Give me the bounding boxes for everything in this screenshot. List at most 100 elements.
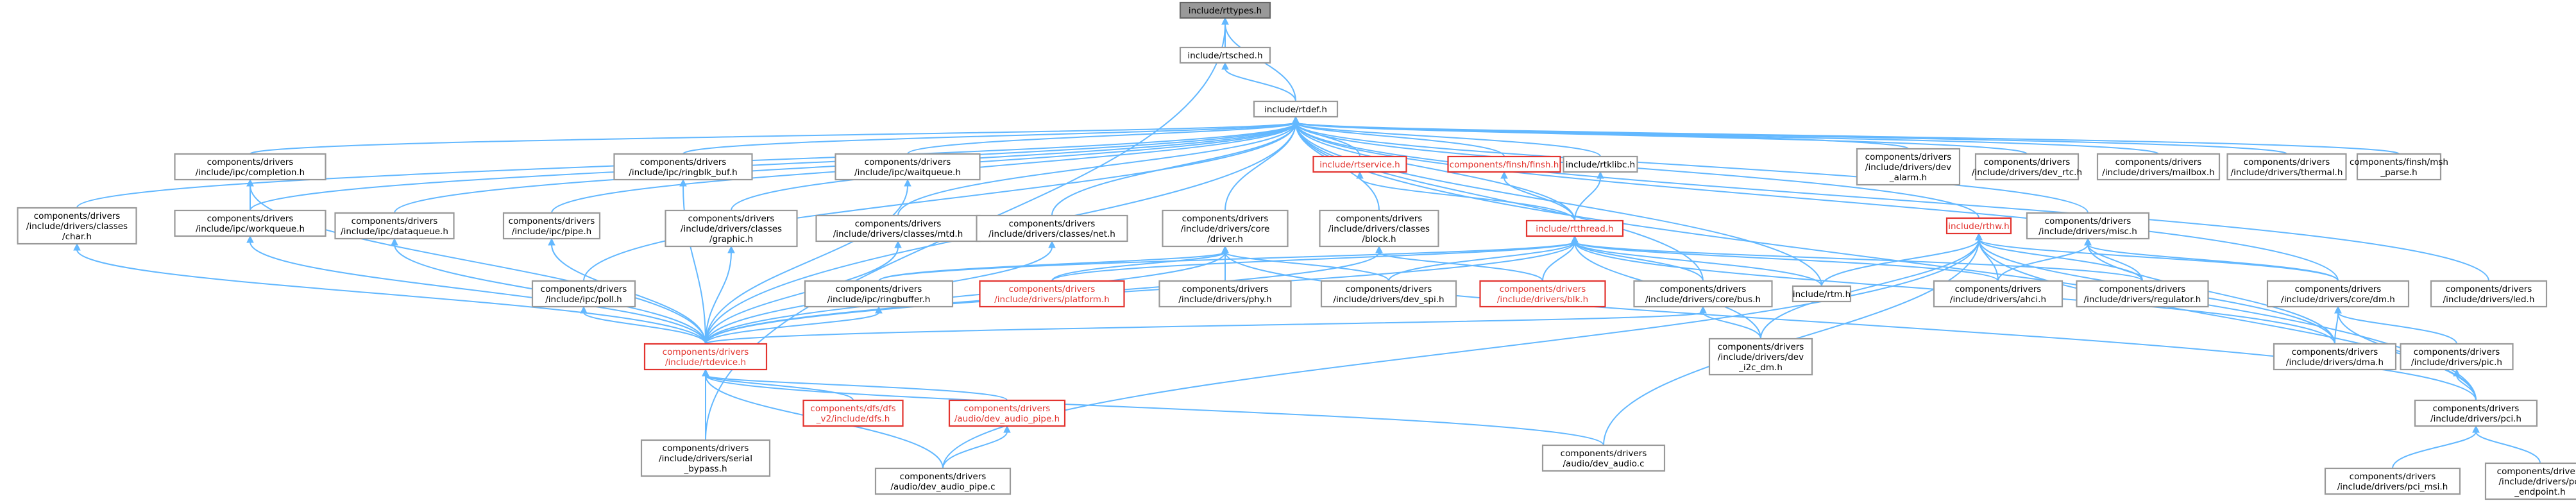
node-label-line: components/drivers xyxy=(1009,284,1096,294)
dependency-edge xyxy=(246,178,706,345)
node-label-line: components/drivers xyxy=(1718,342,1804,352)
node-label-line: components/drivers xyxy=(2244,157,2330,167)
header-node[interactable]: components/drivers/include/drivers/dev_s… xyxy=(1320,280,1457,308)
node-label-line: components/drivers xyxy=(2099,284,2186,294)
header-node[interactable]: include/rtm.h xyxy=(1792,285,1852,303)
dependency-edge xyxy=(2472,425,2541,464)
header-node[interactable]: components/drivers/include/ipc/waitqueue… xyxy=(835,153,981,181)
node-label-line: components/drivers xyxy=(2292,347,2378,357)
header-node[interactable]: components/drivers/include/drivers/dev_r… xyxy=(1972,153,2082,181)
node-box xyxy=(174,209,326,237)
node-box xyxy=(640,439,771,477)
node-label-line: components/drivers xyxy=(207,214,294,224)
header-node[interactable]: components/drivers/include/rtdevice.h xyxy=(643,343,768,371)
header-node[interactable]: components/drivers/include/drivers/core/… xyxy=(2266,280,2410,308)
node-label-line: /include/drivers/dev xyxy=(1865,162,1951,173)
header-node[interactable]: components/drivers/include/drivers/regul… xyxy=(2076,280,2209,308)
node-box xyxy=(1974,153,2080,181)
dependency-edge xyxy=(1388,235,1579,282)
node-label-line: components/drivers xyxy=(1336,214,1423,224)
header-node[interactable]: components/finsh/finsh.h xyxy=(1447,155,1561,173)
header-node[interactable]: components/drivers/include/drivers/therm… xyxy=(2226,153,2347,181)
header-node[interactable]: components/drivers/include/ipc/workqueue… xyxy=(174,209,326,237)
node-box xyxy=(2226,153,2347,181)
node-box xyxy=(334,212,455,240)
header-node[interactable]: components/drivers/include/drivers/dev_i… xyxy=(1708,337,1813,376)
header-node[interactable]: components/drivers/include/drivers/blk.h xyxy=(1479,280,1606,308)
header-node[interactable]: components/drivers/audio/dev_audio_pipe.… xyxy=(874,467,1012,495)
node-label-line: components/drivers xyxy=(640,157,727,167)
dependency-edge xyxy=(705,245,1229,345)
header-node[interactable]: components/drivers/include/drivers/core/… xyxy=(1633,280,1773,308)
header-node[interactable]: components/drivers/include/ipc/ringblk_b… xyxy=(613,153,753,181)
node-box xyxy=(2400,343,2514,371)
node-box xyxy=(2273,343,2397,371)
header-node[interactable]: include/rtservice.h xyxy=(1312,155,1407,173)
header-node[interactable]: components/drivers/include/drivers/class… xyxy=(815,214,981,243)
node-label-line: components/drivers xyxy=(1182,214,1269,224)
dependency-edge xyxy=(1292,115,2489,282)
header-node[interactable]: components/drivers/include/drivers/phy.h xyxy=(1158,280,1292,308)
node-label-line: components/drivers xyxy=(2115,157,2202,167)
header-node[interactable]: components/dfs/dfs_v2/include/dfs.h xyxy=(802,399,904,427)
node-label-line: components/drivers xyxy=(2433,404,2520,414)
node-box xyxy=(835,153,981,181)
header-node[interactable]: components/drivers/include/drivers/dev_a… xyxy=(1856,148,1961,186)
header-node[interactable]: components/drivers/include/drivers/ahci.… xyxy=(1933,280,2063,308)
header-node[interactable]: components/drivers/include/drivers/core/… xyxy=(1162,209,1289,248)
dependency-edge xyxy=(246,235,706,345)
node-label-line: /audio/dev_audio.c xyxy=(1563,459,1644,469)
header-node[interactable]: components/drivers/include/drivers/mailb… xyxy=(2096,153,2221,181)
node-box xyxy=(174,153,326,181)
header-node[interactable]: components/drivers/include/drivers/pci.h xyxy=(2414,399,2538,427)
header-node[interactable]: components/drivers/include/drivers/led.h xyxy=(2430,280,2548,308)
header-node[interactable]: components/drivers/include/drivers/class… xyxy=(665,209,798,248)
node-box xyxy=(2324,467,2461,495)
node-label-line: components/drivers xyxy=(1865,152,1952,162)
header-node[interactable]: components/drivers/include/drivers/misc.… xyxy=(2026,212,2150,240)
dependency-edge xyxy=(679,178,706,345)
node-label-line: /include/drivers/misc.h xyxy=(2038,226,2137,237)
dependency-edge xyxy=(1571,235,1704,282)
node-label-line: /include/drivers/pic.h xyxy=(2411,357,2502,368)
header-node[interactable]: include/rttypes.h xyxy=(1179,1,1271,19)
dependency-edge xyxy=(2084,237,2143,282)
header-node[interactable]: include/rtthread.h xyxy=(1525,219,1624,237)
header-node[interactable]: components/drivers/include/drivers/platf… xyxy=(979,280,1125,308)
header-node[interactable]: components/finsh/msh_parse.h xyxy=(2350,153,2448,181)
header-node[interactable]: include/rtdef.h xyxy=(1253,100,1339,118)
header-node[interactable]: components/drivers/include/drivers/pic.h xyxy=(2400,343,2514,371)
node-label-line: components/drivers xyxy=(1182,284,1269,294)
dependency-edge xyxy=(1221,62,1296,102)
header-node[interactable]: components/drivers/include/drivers/dma.h xyxy=(2273,343,2397,371)
node-label-line: /include/drivers/pci_msi.h xyxy=(2337,482,2448,492)
header-node[interactable]: include/rthw.h xyxy=(1945,217,2012,235)
node-label-line: components/drivers xyxy=(541,284,627,294)
node-box xyxy=(1856,148,1961,186)
header-node[interactable]: components/drivers/include/drivers/seria… xyxy=(640,439,771,477)
header-node[interactable]: components/drivers/include/ipc/poll.h xyxy=(531,280,636,308)
header-node[interactable]: include/rtsched.h xyxy=(1179,46,1271,64)
header-node[interactable]: components/drivers/include/drivers/class… xyxy=(976,214,1128,243)
header-node[interactable]: components/drivers/include/drivers/class… xyxy=(17,207,137,245)
header-node[interactable]: components/drivers/audio/dev_audio.c xyxy=(1541,444,1666,472)
header-node[interactable]: components/drivers/include/drivers/pci_e… xyxy=(2484,462,2576,500)
header-node[interactable]: components/drivers/include/drivers/pci_m… xyxy=(2324,467,2461,495)
header-node[interactable]: components/drivers/include/drivers/class… xyxy=(1319,209,1439,248)
node-label-line: components/drivers xyxy=(1561,448,1647,459)
header-node[interactable]: components/drivers/include/ipc/ringbuffe… xyxy=(804,280,954,308)
header-node[interactable]: components/drivers/include/ipc/completio… xyxy=(174,153,326,181)
header-node[interactable]: components/drivers/audio/dev_audio_pipe.… xyxy=(948,399,1066,427)
node-label-line: /include/drivers/dma.h xyxy=(2286,357,2384,368)
node-box xyxy=(2414,399,2538,427)
node-label-line: _v2/include/dfs.h xyxy=(816,414,890,424)
node-label-line: /include/drivers/classes/mtd.h xyxy=(833,229,963,239)
dependency-edge xyxy=(1051,235,1579,282)
node-label-line: /include/rtdevice.h xyxy=(665,357,746,368)
header-node[interactable]: include/rtklibc.h xyxy=(1563,155,1638,173)
header-node[interactable]: components/drivers/include/ipc/dataqueue… xyxy=(334,212,455,240)
header-node[interactable]: components/drivers/include/ipc/pipe.h xyxy=(502,212,601,240)
node-box xyxy=(1158,280,1292,308)
node-box xyxy=(1792,285,1852,303)
graph-nodes: include/rttypes.h include/rtsched.h includ… xyxy=(17,1,2576,500)
